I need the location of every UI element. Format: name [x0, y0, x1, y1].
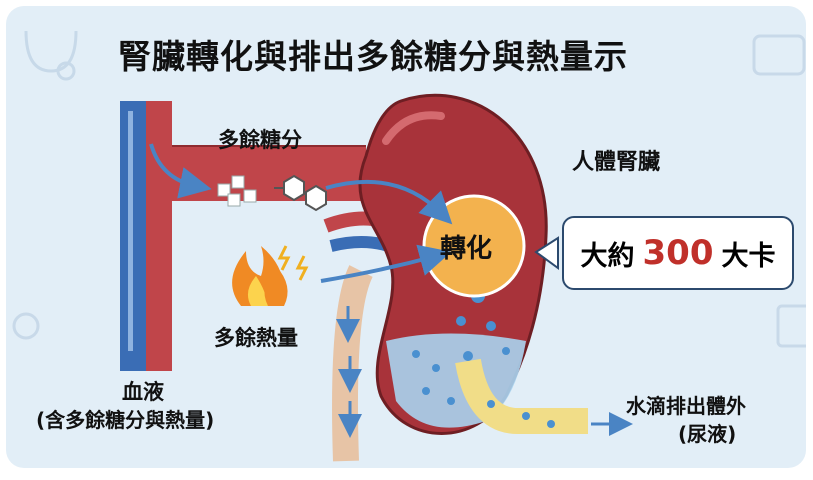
kidney-illustration [12, 30, 806, 462]
label-blood: 血液 [122, 380, 164, 404]
label-conversion: 轉化 [440, 234, 493, 264]
callout-value: 300 [642, 233, 714, 273]
label-excess-sugar: 多餘糖分 [218, 128, 302, 152]
calorie-callout: 大約 300 大卡 [562, 216, 794, 290]
molecule-icon [274, 174, 327, 212]
ureter [332, 265, 373, 462]
background-medical-icons [12, 30, 806, 348]
label-kidney: 人體腎臟 [572, 150, 661, 175]
flame-icon [232, 245, 309, 306]
label-excess-heat: 多餘熱量 [214, 326, 298, 350]
label-urine: (尿液) [678, 422, 737, 446]
urine-tube [455, 358, 588, 434]
label-water-out: 水滴排出體外 [626, 394, 746, 418]
callout-prefix: 大約 [580, 240, 635, 272]
callout-unit: 大卡 [721, 240, 776, 272]
page-title: 腎臟轉化與排出多餘糖分與熱量示 [118, 37, 628, 76]
sugar-cubes-icon [217, 175, 257, 207]
label-blood-note: (含多餘糖分與熱量) [36, 408, 215, 432]
diagram-card: 腎臟轉化與排出多餘糖分與熱量示 多餘糖分 人體腎臟 轉化 多餘熱量 血液 (含多… [6, 6, 806, 468]
